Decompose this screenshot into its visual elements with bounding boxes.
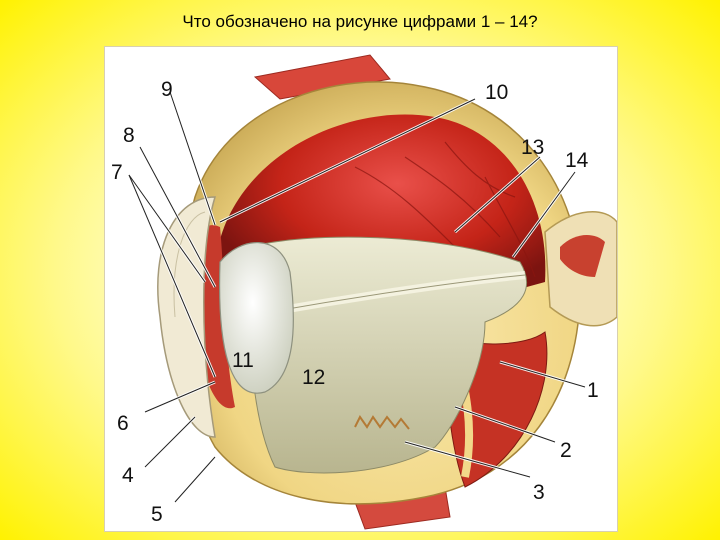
label-12: 12 (302, 366, 325, 389)
lens (219, 242, 294, 394)
superior-muscle (253, 54, 391, 100)
label-2: 2 (560, 439, 572, 462)
cornea (157, 196, 217, 438)
label-1: 1 (587, 379, 599, 402)
label-6: 6 (117, 412, 129, 435)
label-4: 4 (122, 464, 134, 487)
label-8: 8 (123, 124, 135, 147)
ora-serrata (354, 415, 410, 430)
eye-anatomy-figure: 9 10 8 13 14 7 11 12 1 6 2 4 3 5 (104, 46, 618, 532)
label-3: 3 (533, 481, 545, 504)
eye-cross-section-illustration: 9 10 8 13 14 7 11 12 1 6 2 4 3 5 (111, 54, 617, 530)
label-9: 9 (161, 78, 173, 101)
label-11: 11 (232, 349, 254, 372)
label-14: 14 (565, 149, 589, 172)
label-10: 10 (485, 81, 508, 104)
label-7: 7 (111, 161, 123, 184)
label-5: 5 (151, 503, 163, 526)
vitreous-body (248, 236, 528, 474)
slide-title: Что обозначено на рисунке цифрами 1 – 14… (182, 12, 538, 31)
label-13: 13 (521, 136, 544, 159)
